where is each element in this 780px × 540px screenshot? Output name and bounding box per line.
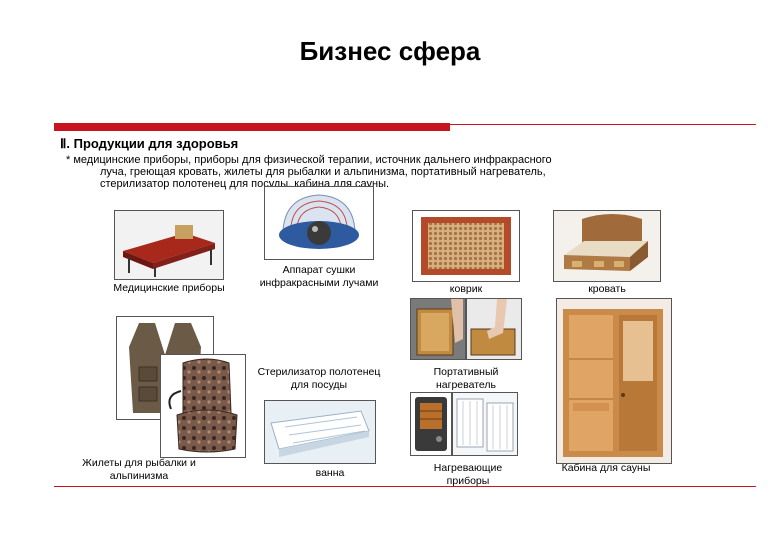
slide-title: Бизнес сфера xyxy=(299,36,481,66)
infrared-dryer-caption: Аппарат сушки инфракрасными лучами xyxy=(259,264,379,289)
sauna-cabin-caption: Кабина для сауны xyxy=(561,462,651,474)
sterilizer-caption: Стерилизатор полотенец для посуды xyxy=(257,366,381,391)
section-description: * медицинские приборы, приборы для физич… xyxy=(66,154,716,190)
massage-bed-image xyxy=(114,210,224,280)
mat-caption: коврик xyxy=(449,283,483,295)
bed-image xyxy=(553,210,661,282)
bath-caption: ванна xyxy=(315,467,345,479)
description-line-3: стерилизатор полотенец для посуды, кабин… xyxy=(100,178,390,190)
description-line-1: * медицинские приборы, приборы для физич… xyxy=(66,154,552,166)
heating-devices-caption: Нагревающие приборы xyxy=(433,462,503,487)
section-heading: Ⅱ. Продукции для здоровья xyxy=(60,136,239,151)
panel-heaters-image xyxy=(452,392,518,456)
footer-divider-line xyxy=(54,486,756,487)
description-line-2: луча, греющая кровать, жилеты для рыбалк… xyxy=(100,166,546,178)
mat-image xyxy=(412,210,520,282)
gas-heater-image xyxy=(410,392,452,456)
infrared-dryer-image xyxy=(264,186,374,260)
title-accent-bar xyxy=(54,123,450,131)
sauna-cabin-image xyxy=(556,298,672,464)
portable-heater-image-1 xyxy=(410,298,466,360)
medical-devices-caption: Медицинские приборы xyxy=(113,282,225,294)
vests-caption: Жилеты для рыбалки и альпинизма xyxy=(82,457,196,482)
portable-heater-caption: Портативный нагреватель xyxy=(433,366,499,391)
portable-heater-image-2 xyxy=(466,298,522,360)
heated-seat-image xyxy=(160,354,246,458)
bath-image xyxy=(264,400,376,464)
title-divider-line xyxy=(450,124,756,125)
bed-caption: кровать xyxy=(588,283,626,295)
